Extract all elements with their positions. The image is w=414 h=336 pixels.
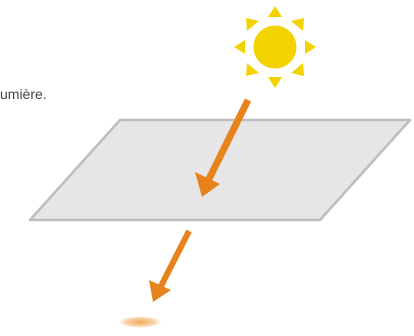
arrow-down-left-icon — [195, 98, 252, 197]
sun-icon — [234, 6, 316, 88]
caption-text: umière. — [0, 86, 47, 102]
light-spot — [118, 316, 162, 328]
surface-plane — [28, 118, 412, 222]
arrow-down-left-icon — [149, 229, 192, 302]
